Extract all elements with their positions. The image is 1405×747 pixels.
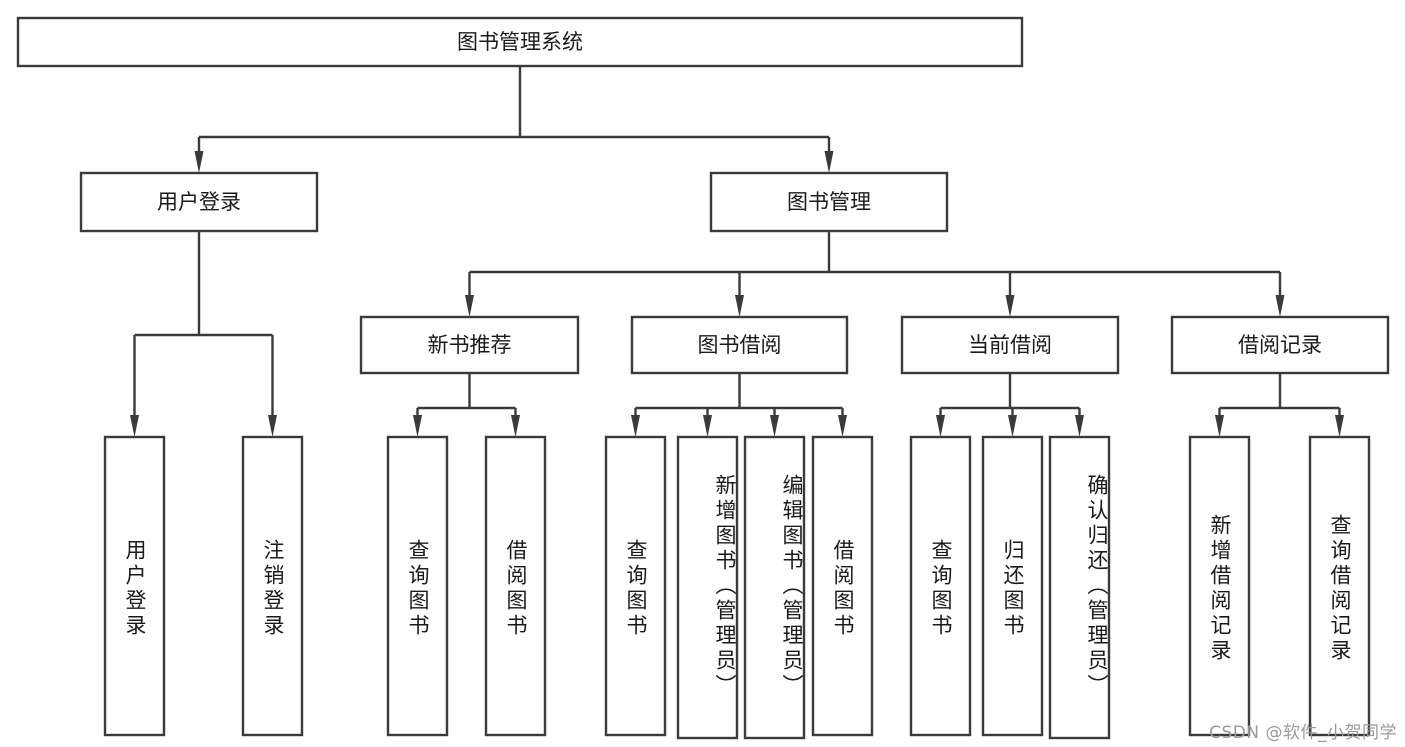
csdn-watermark: CSDN @软件_小贺同学 <box>1209 723 1397 743</box>
arrow-to-leaf-12 <box>1335 415 1344 437</box>
leaf-box-0[interactable] <box>103 435 166 737</box>
leaf-box-1[interactable] <box>241 435 304 737</box>
leaf-box-6[interactable] <box>743 435 806 740</box>
arrow-to-leaf-9 <box>1008 415 1017 437</box>
arrow-to-leaf-6 <box>770 415 779 437</box>
leaf-box-9[interactable] <box>981 435 1044 737</box>
leaf-box-4[interactable] <box>604 435 667 737</box>
leaf-box-12[interactable] <box>1308 435 1371 737</box>
level3-label-2: 当前借阅 <box>968 333 1052 357</box>
arrow-to-leaf-3 <box>511 415 520 437</box>
arrow-to-level3-1 <box>735 295 744 317</box>
connectors-layer <box>130 66 1344 437</box>
root-label-0: 图书管理系统 <box>457 30 583 54</box>
level2-label-0: 用户登录 <box>157 190 241 214</box>
arrow-to-leaf-5 <box>703 415 712 437</box>
level3-box-1[interactable] <box>630 315 849 375</box>
arrow-to-leaf-4 <box>631 415 640 437</box>
arrow-to-level3-3 <box>1275 295 1285 317</box>
root-box-0[interactable] <box>16 16 1024 68</box>
arrow-to-level3-0 <box>465 295 474 317</box>
arrow-to-user-login <box>194 151 204 173</box>
level2-box-0[interactable] <box>79 171 319 233</box>
arrow-to-leaf-1 <box>268 415 277 437</box>
level2-box-1[interactable] <box>709 171 949 233</box>
leaf-box-11[interactable] <box>1188 435 1251 737</box>
arrow-to-book-manage <box>824 151 834 173</box>
node-boxes-layer <box>16 16 1390 740</box>
level3-label-3: 借阅记录 <box>1238 333 1322 357</box>
leaf-box-5[interactable] <box>676 435 739 740</box>
arrow-to-leaf-11 <box>1215 415 1224 437</box>
arrow-to-leaf-8 <box>936 415 945 437</box>
leaf-box-3[interactable] <box>484 435 547 737</box>
level3-label-1: 图书借阅 <box>698 333 782 357</box>
level3-box-2[interactable] <box>900 315 1120 375</box>
leaf-box-10[interactable] <box>1048 435 1111 740</box>
level3-box-3[interactable] <box>1170 315 1390 375</box>
level3-box-0[interactable] <box>359 315 580 375</box>
level2-label-1: 图书管理 <box>787 190 871 214</box>
leaf-box-2[interactable] <box>386 435 449 737</box>
arrow-to-leaf-2 <box>413 415 422 437</box>
arrow-to-level3-2 <box>1005 295 1015 317</box>
level3-label-0: 新书推荐 <box>428 333 512 357</box>
leaf-box-8[interactable] <box>909 435 972 737</box>
arrow-to-leaf-10 <box>1075 415 1084 437</box>
leaf-box-7[interactable] <box>811 435 874 737</box>
arrow-to-leaf-0 <box>130 415 139 437</box>
arrow-to-leaf-7 <box>838 415 847 437</box>
